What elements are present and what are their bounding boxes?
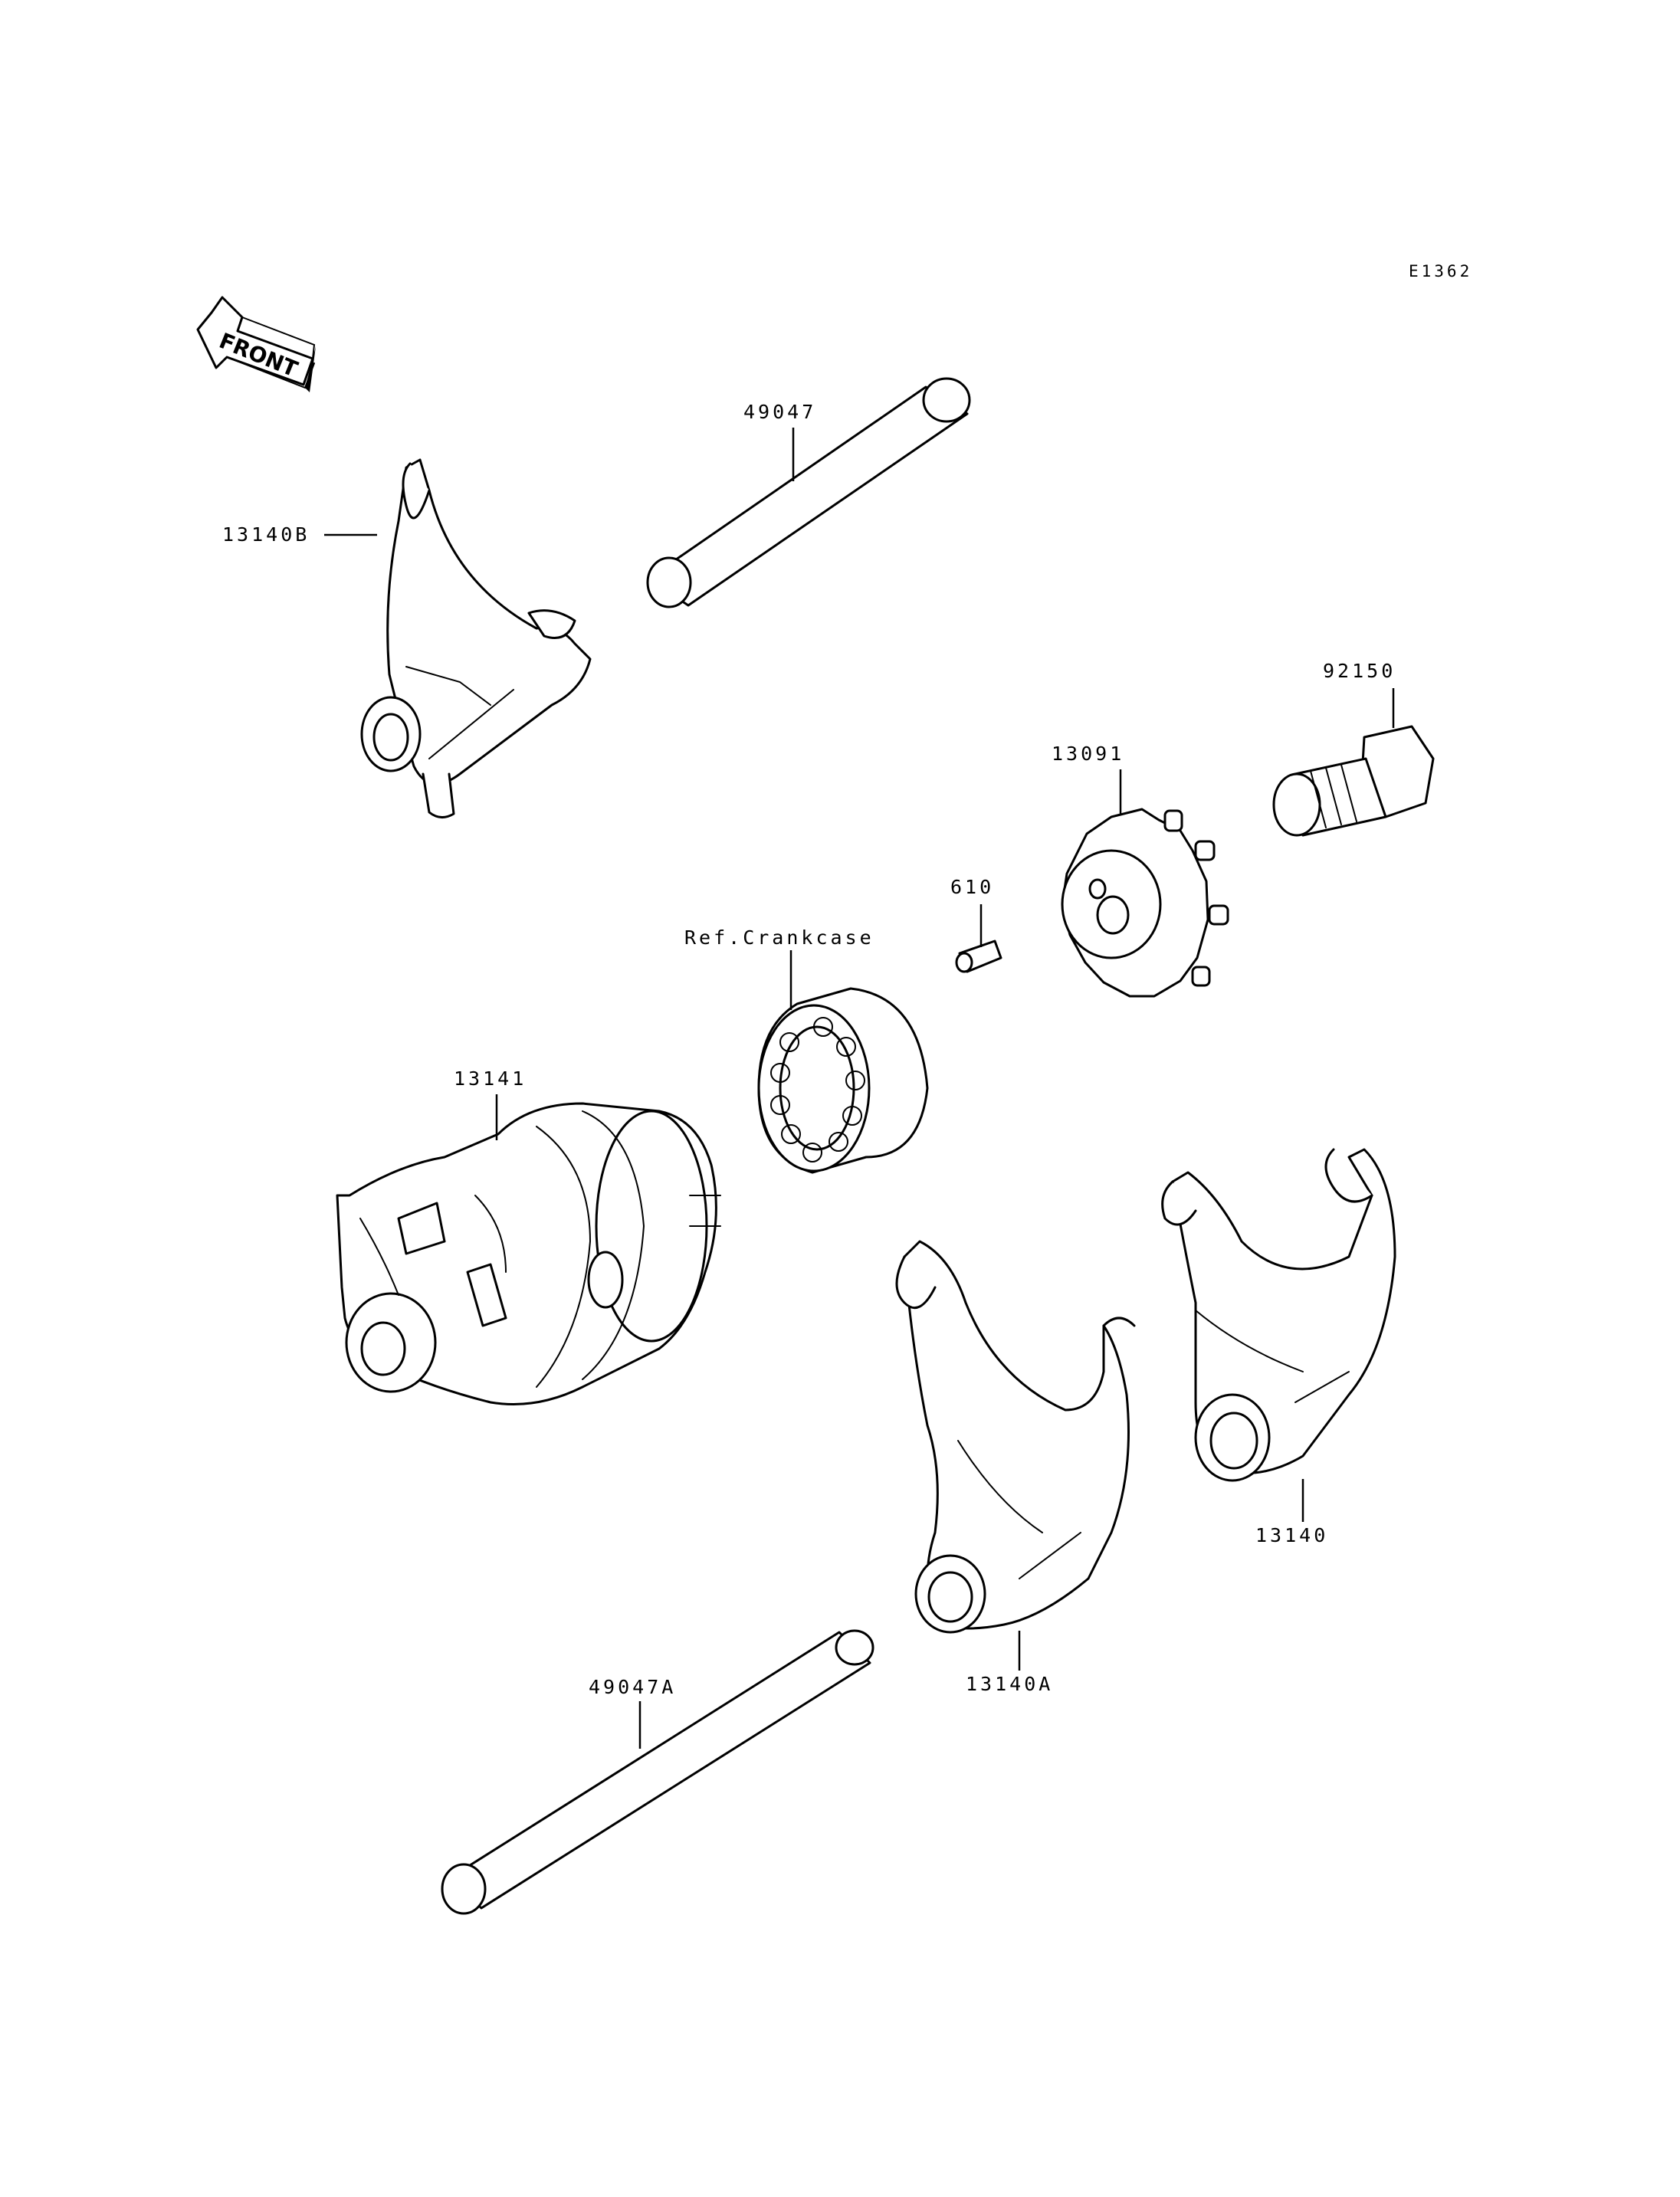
fork-13140a (895, 1240, 1136, 1634)
label-13091: 13091 (1052, 743, 1124, 765)
drum-13141 (336, 1102, 721, 1405)
label-13140a: 13140A (966, 1673, 1053, 1695)
shaft-49047 (646, 377, 971, 608)
fork-13140b (360, 458, 592, 818)
front-label: FRONT (215, 328, 301, 382)
label-13141: 13141 (454, 1067, 527, 1090)
label-49047: 49047 (743, 401, 816, 423)
label-13140: 13140 (1255, 1524, 1328, 1546)
cam-13091 (1061, 808, 1229, 998)
label-92150: 92150 (1323, 660, 1396, 682)
bearing-crankcase (757, 987, 929, 1174)
label-crankcase: Ref.Crankcase (684, 926, 874, 949)
shaft-49047a (441, 1629, 874, 1915)
bolt-92150 (1272, 725, 1435, 837)
label-49047a: 49047A (589, 1676, 676, 1698)
front-arrow-icon: FRONT (196, 296, 316, 392)
label-610: 610 (950, 876, 994, 898)
diagram-code: E1362 (1409, 262, 1472, 280)
label-13140b: 13140B (222, 523, 310, 546)
pin-610 (955, 939, 1002, 973)
fork-13140 (1161, 1148, 1396, 1482)
